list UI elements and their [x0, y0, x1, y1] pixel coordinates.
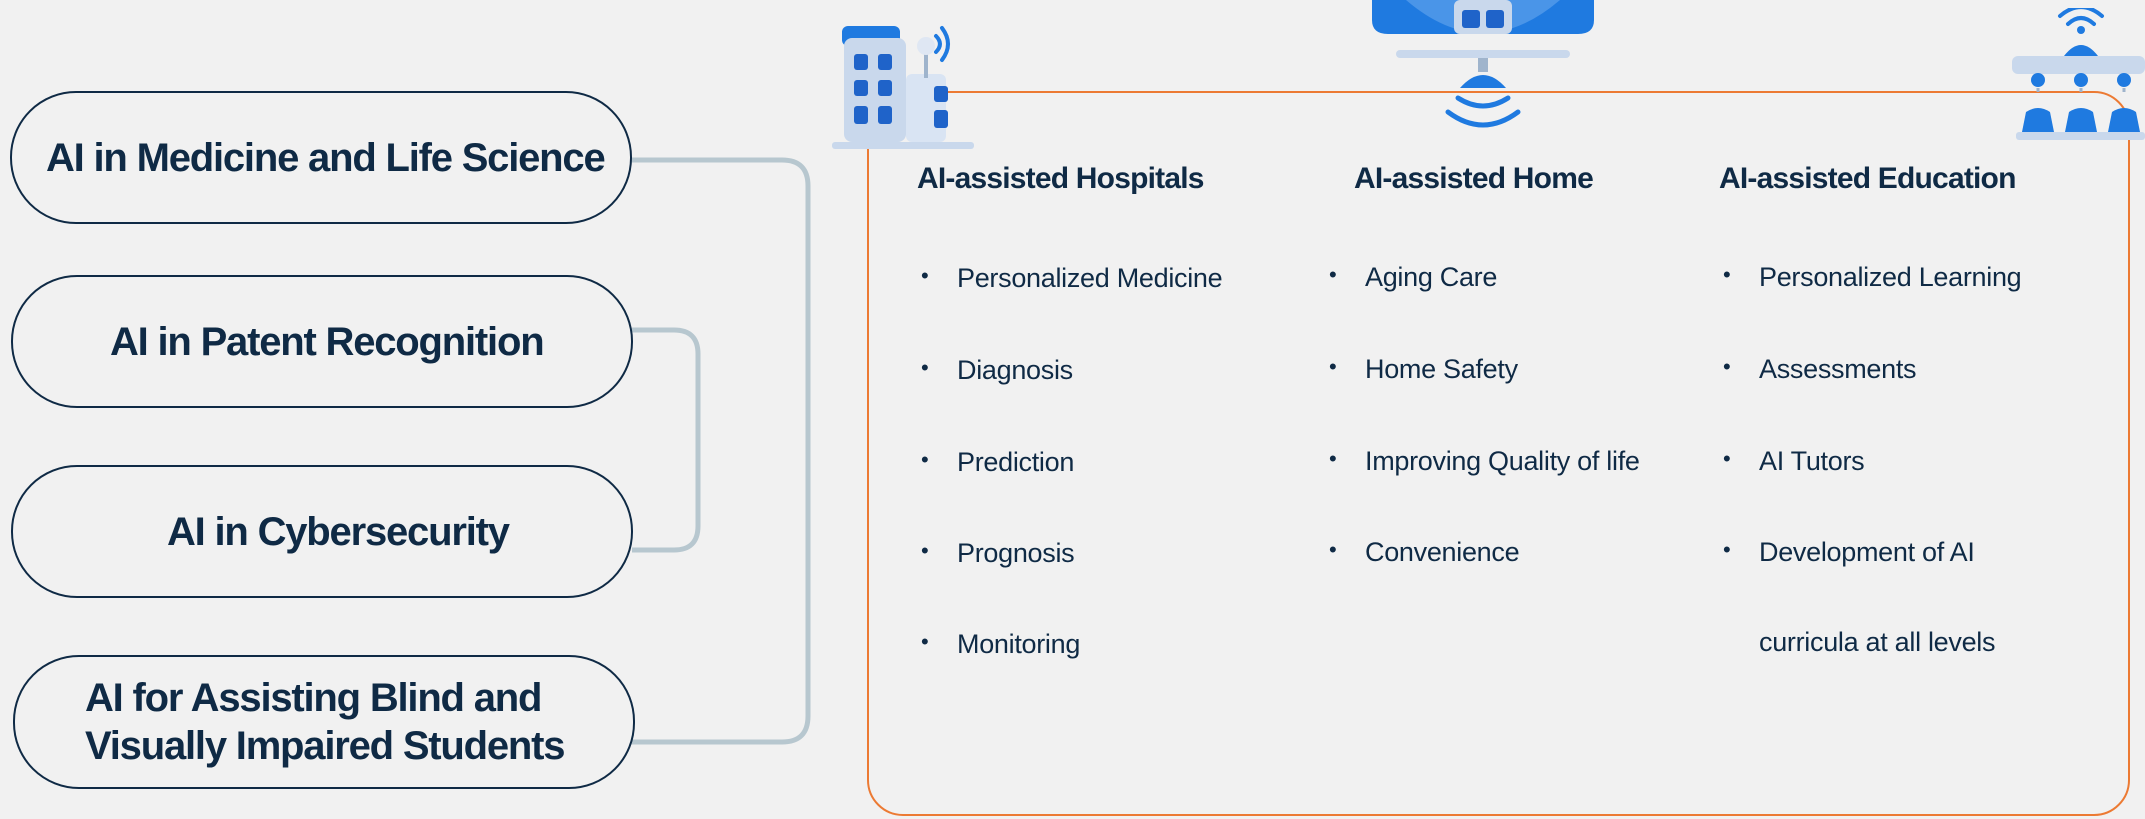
- home-item: • Improving Quality of life: [1329, 446, 1640, 477]
- topic-cybersecurity: AI in Cybersecurity: [11, 465, 633, 598]
- column-education-title: AI-assisted Education: [1719, 162, 2016, 195]
- hospitals-item-label: Diagnosis: [957, 355, 1073, 385]
- topic-patent: AI in Patent Recognition: [11, 275, 633, 408]
- column-home-title: AI-assisted Home: [1354, 162, 1594, 195]
- education-item-label: Development of AI: [1759, 537, 1975, 567]
- topic-blind-students-line2: Visually Impaired Students: [85, 724, 566, 768]
- bullet-dot: •: [921, 355, 929, 380]
- topic-blind-students-label: AI for Assisting Blind and Visually Impa…: [85, 674, 566, 770]
- education-item: • Development of AI: [1723, 537, 1975, 568]
- bullet-dot: •: [921, 447, 929, 472]
- column-hospitals-title: AI-assisted Hospitals: [917, 162, 1204, 195]
- smart-home-icon: [1372, 0, 1594, 128]
- bullet-dot: •: [921, 538, 929, 563]
- education-item: • Assessments: [1723, 354, 1917, 385]
- education-item: • AI Tutors: [1723, 446, 1865, 477]
- education-item-continuation: curricula at all levels: [1759, 627, 1996, 658]
- topic-blind-students-line1: AI for Assisting Blind and: [85, 676, 542, 720]
- hospitals-item-label: Personalized Medicine: [957, 263, 1223, 293]
- topic-patent-label: AI in Patent Recognition: [110, 319, 545, 364]
- topic-blind-students: AI for Assisting Blind and Visually Impa…: [13, 655, 635, 789]
- education-item-label: AI Tutors: [1759, 446, 1865, 476]
- education-item-label: Personalized Learning: [1759, 262, 2022, 292]
- bullet-dot: •: [921, 263, 929, 288]
- education-item-label: Assessments: [1759, 354, 1917, 384]
- bullet-dot: •: [1329, 354, 1337, 379]
- education-item: • Personalized Learning: [1723, 262, 2022, 293]
- hospitals-item: • Prognosis: [921, 538, 1075, 569]
- hospitals-item-label: Prediction: [957, 447, 1075, 477]
- hospitals-item: • Personalized Medicine: [921, 263, 1223, 294]
- hospitals-item: • Monitoring: [921, 629, 1081, 660]
- bullet-dot: •: [1723, 262, 1731, 287]
- hospitals-item: • Prediction: [921, 447, 1075, 478]
- topic-medicine: AI in Medicine and Life Science: [10, 91, 632, 224]
- applications-panel: [867, 91, 2130, 816]
- home-item: • Home Safety: [1329, 354, 1518, 385]
- home-item-label: Improving Quality of life: [1365, 446, 1640, 476]
- connector-medicine-blind: [628, 157, 811, 745]
- bullet-dot: •: [1723, 354, 1731, 379]
- home-item: • Convenience: [1329, 537, 1520, 568]
- hospitals-item-label: Prognosis: [957, 538, 1075, 568]
- connector-patent-cyber: [632, 327, 701, 553]
- education-item-label: curricula at all levels: [1759, 627, 1996, 657]
- topic-cybersecurity-label: AI in Cybersecurity: [167, 509, 510, 554]
- bullet-dot: •: [1329, 446, 1337, 471]
- home-item-label: Aging Care: [1365, 262, 1498, 292]
- home-item-label: Convenience: [1365, 537, 1520, 567]
- home-item-label: Home Safety: [1365, 354, 1518, 384]
- bullet-dot: •: [921, 629, 929, 654]
- hospital-building-icon: [832, 26, 974, 149]
- bullet-dot: •: [1723, 537, 1731, 562]
- topic-medicine-label: AI in Medicine and Life Science: [46, 135, 606, 180]
- bullet-dot: •: [1329, 537, 1337, 562]
- bullet-dot: •: [1723, 446, 1731, 471]
- home-item: • Aging Care: [1329, 262, 1498, 293]
- hospitals-item-label: Monitoring: [957, 629, 1081, 659]
- classroom-network-icon: [2012, 8, 2145, 140]
- hospitals-item: • Diagnosis: [921, 355, 1073, 386]
- bullet-dot: •: [1329, 262, 1337, 287]
